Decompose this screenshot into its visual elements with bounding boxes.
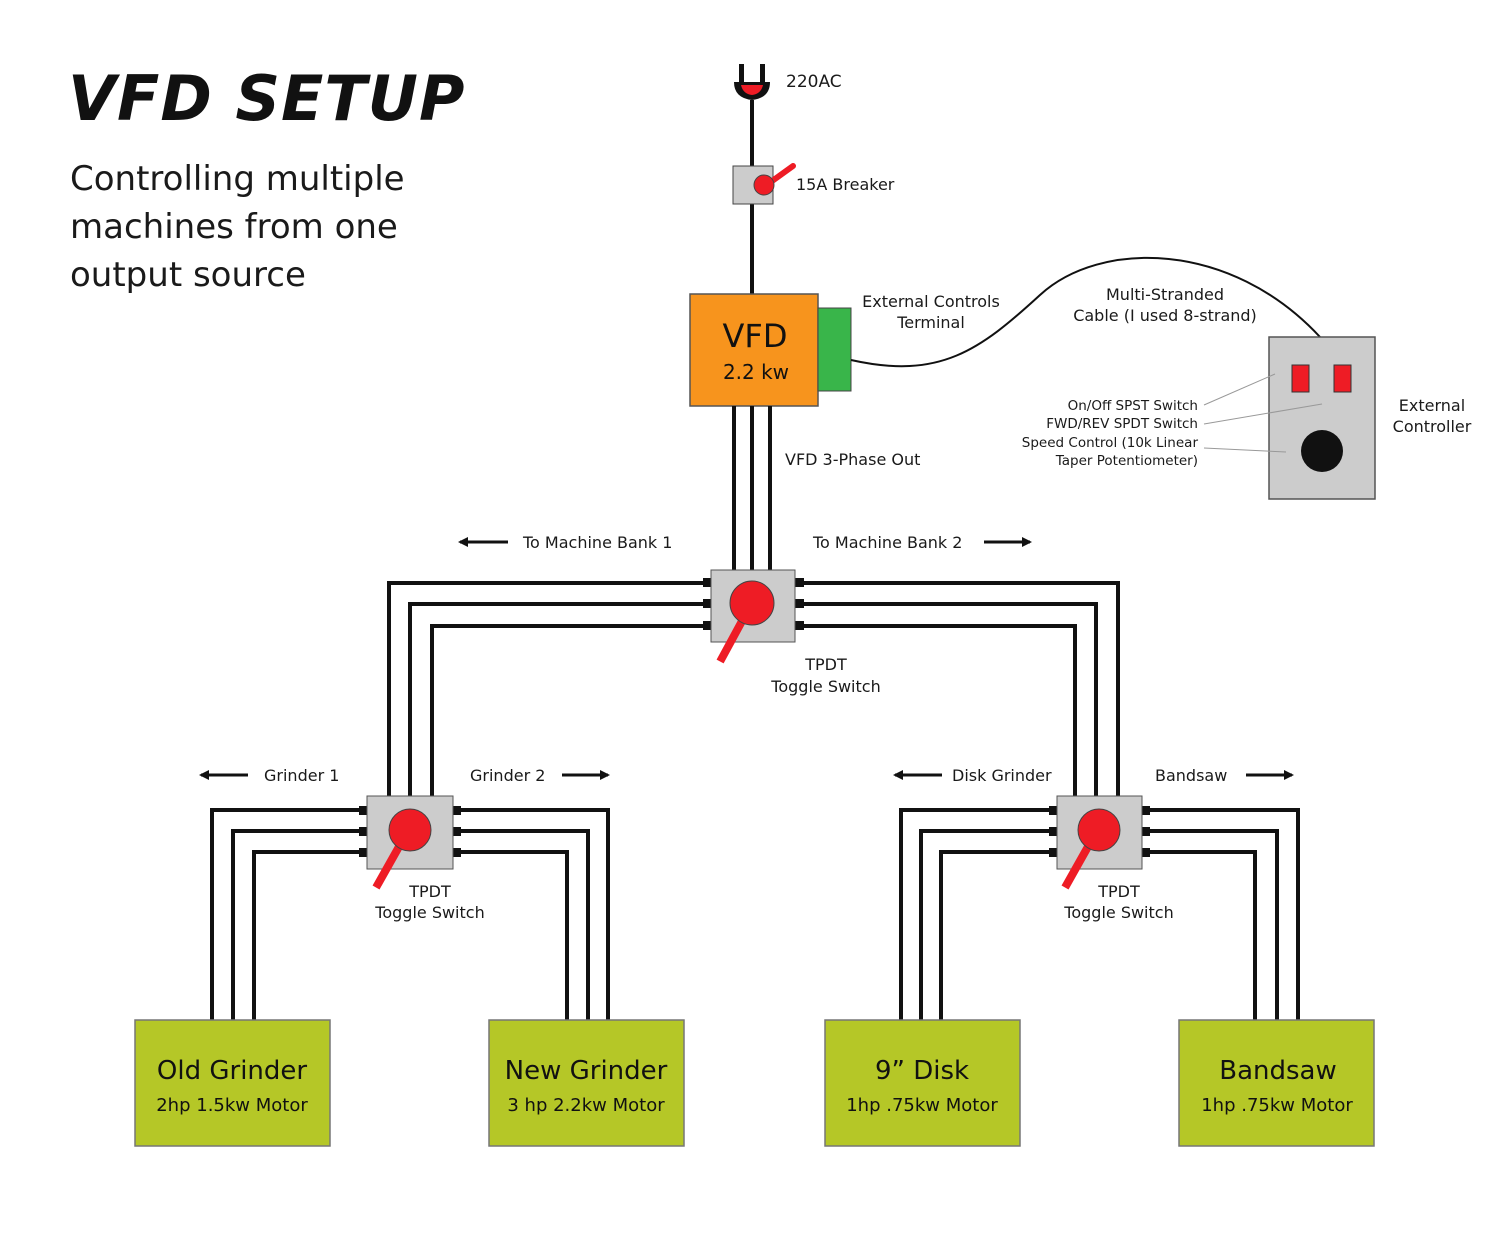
disk-wires	[899, 808, 1053, 1020]
grinder-2-label: Grinder 2	[470, 766, 545, 785]
old-grinder-wires	[210, 808, 362, 1020]
bank-1-wires	[387, 581, 705, 796]
bank-2-label: To Machine Bank 2	[812, 533, 962, 552]
machine-name: 9” Disk	[875, 1056, 969, 1086]
new-grinder-wires	[456, 808, 610, 1020]
callout-speed-1: Speed Control (10k Linear	[1022, 435, 1199, 451]
fwd-rev-switch-icon	[1333, 364, 1352, 393]
right-switch-label-line-2: Toggle Switch	[1063, 903, 1173, 922]
main-tpdt-switch	[703, 569, 804, 664]
multi-stranded-cable	[850, 256, 1321, 368]
bandsaw-direction-label: Bandsaw	[1155, 766, 1227, 785]
bandsaw-wires	[1145, 808, 1300, 1020]
terminal-label-line-2: Terminal	[896, 313, 965, 332]
machine-motor: 1hp .75kw Motor	[846, 1095, 998, 1116]
machine-motor: 1hp .75kw Motor	[1201, 1095, 1353, 1116]
callout-line-speed	[1203, 447, 1287, 453]
subtitle-line-3: output source	[70, 255, 306, 295]
machine-old-grinder: Old Grinder 2hp 1.5kw Motor	[134, 1019, 331, 1147]
power-plug-icon	[734, 64, 770, 100]
three-phase-wires	[732, 406, 772, 570]
page-title: VFD SETUP	[68, 62, 465, 135]
left-switch-label-line-2: Toggle Switch	[374, 903, 484, 922]
right-switch-label-line-1: TPDT	[1097, 882, 1140, 901]
machine-motor: 3 hp 2.2kw Motor	[507, 1095, 665, 1116]
machine-motor: 2hp 1.5kw Motor	[156, 1095, 308, 1116]
subtitle-line-2: machines from one	[70, 207, 398, 247]
breaker	[732, 163, 796, 205]
subtitle-line-1: Controlling multiple	[70, 159, 405, 199]
breaker-label: 15A Breaker	[796, 175, 895, 194]
three-phase-label: VFD 3-Phase Out	[785, 450, 920, 469]
speed-knob-icon	[1301, 430, 1343, 472]
external-controller	[1268, 336, 1376, 500]
vfd-rating: 2.2 kw	[723, 360, 789, 384]
bank-1-label: To Machine Bank 1	[522, 533, 672, 552]
callout-speed-2: Taper Potentiometer)	[1055, 453, 1198, 469]
external-controls-terminal	[817, 307, 852, 392]
grinder-1-label: Grinder 1	[264, 766, 339, 785]
machine-bandsaw: Bandsaw 1hp .75kw Motor	[1178, 1019, 1375, 1147]
disk-grinder-label: Disk Grinder	[952, 766, 1052, 785]
power-label: 220AC	[786, 72, 842, 92]
callout-fwd-rev: FWD/REV SPDT Switch	[1046, 416, 1198, 432]
terminal-label-line-1: External Controls	[862, 292, 1000, 311]
main-switch-label-line-2: Toggle Switch	[770, 677, 880, 696]
cable-label-line-2: Cable (I used 8-strand)	[1073, 306, 1257, 325]
right-tpdt-switch	[1049, 795, 1150, 890]
left-tpdt-switch	[359, 795, 461, 890]
cable-label-line-1: Multi-Stranded	[1106, 285, 1224, 304]
callout-line-on-off	[1203, 373, 1276, 406]
callout-on-off: On/Off SPST Switch	[1068, 398, 1198, 414]
controller-label-line-1: External	[1399, 396, 1465, 415]
main-switch-label-line-1: TPDT	[804, 655, 847, 674]
bank-2-wires	[800, 581, 1120, 796]
left-switch-label-line-1: TPDT	[408, 882, 451, 901]
machine-name: Old Grinder	[157, 1056, 307, 1086]
controller-label-line-2: Controller	[1393, 417, 1472, 436]
callout-line-fwd-rev	[1203, 403, 1323, 425]
machine-name: New Grinder	[505, 1056, 668, 1086]
vfd-box	[689, 293, 819, 407]
on-off-switch-icon	[1291, 364, 1310, 393]
machine-9-disk: 9” Disk 1hp .75kw Motor	[824, 1019, 1021, 1147]
machine-name: Bandsaw	[1219, 1056, 1337, 1086]
vfd-title: VFD	[723, 317, 788, 355]
machine-new-grinder: New Grinder 3 hp 2.2kw Motor	[488, 1019, 685, 1147]
